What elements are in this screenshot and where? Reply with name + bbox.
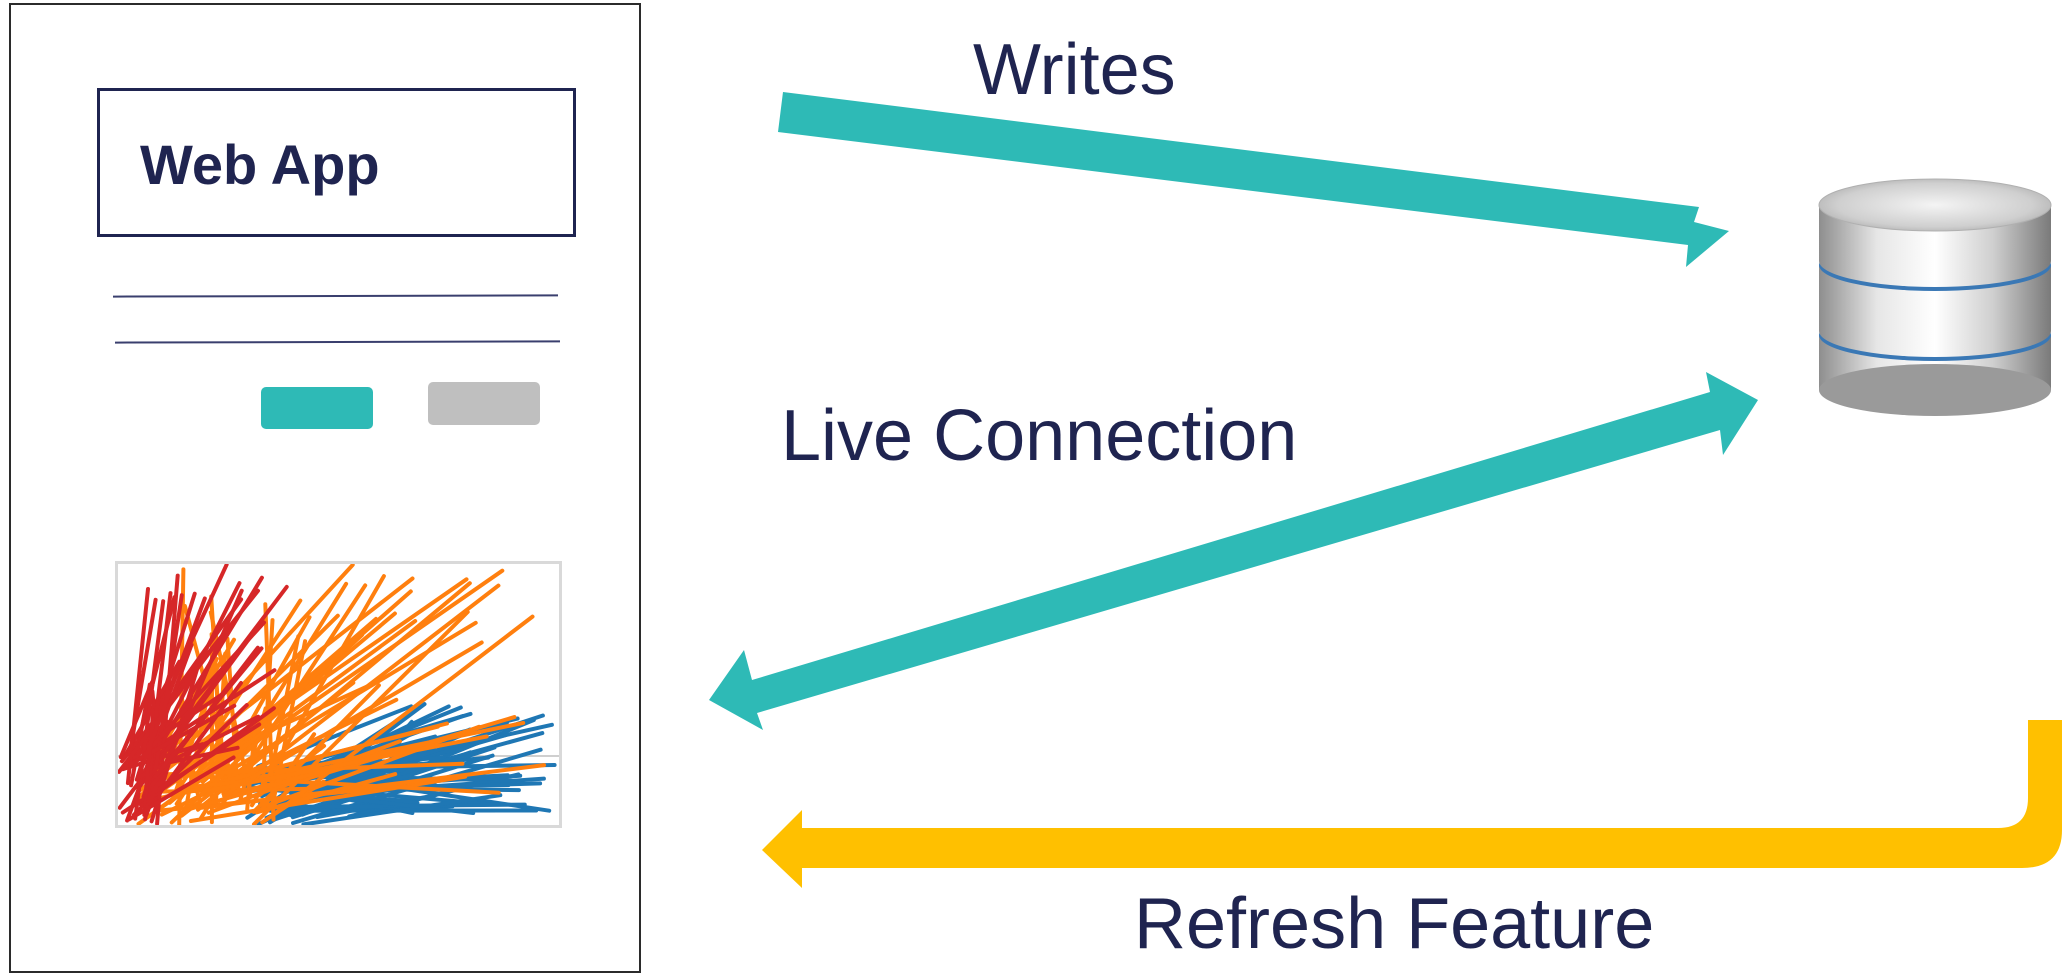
refresh-feature-arrow — [762, 720, 2062, 888]
writes-arrow — [778, 92, 1729, 267]
live-connection-label: Live Connection — [781, 400, 1297, 472]
writes-label: Writes — [973, 34, 1176, 106]
refresh-feature-label: Refresh Feature — [1134, 888, 1654, 960]
database-icon — [1815, 175, 2055, 420]
